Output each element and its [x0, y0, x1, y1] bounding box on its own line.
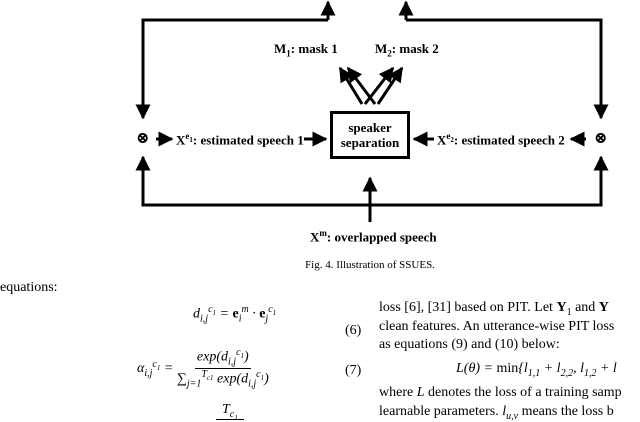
speaker-separation-box: speaker separation	[330, 111, 410, 159]
ssues-diagram	[135, 0, 609, 222]
right-multiplier-icon: ⊗	[594, 130, 608, 147]
equation-8-fraction-bar	[216, 419, 244, 420]
right-line-4: where L denotes the loss of a training s…	[379, 385, 622, 400]
figure-caption: Fig. 4. Illustration of SSUES.	[305, 259, 435, 271]
mask1-label: M1: mask 1	[274, 41, 338, 59]
equation-9: L(θ) = min{l1,1 + l2,2, l1,2 + l	[456, 361, 617, 379]
mask1-loop-line	[135, 18, 328, 120]
mask2-loop-line	[406, 18, 609, 120]
overlapped-speech-label: Xm: overlapped speech	[310, 228, 437, 245]
mixture-loop-line-left	[135, 155, 370, 207]
box-to-mask2-b	[376, 66, 404, 105]
box-line-2: separation	[340, 135, 400, 150]
mixture-loop-line-right	[370, 155, 609, 207]
box-line-1: speaker	[348, 120, 392, 135]
right-line-1: loss [6], [31] based on PIT. Let Y1 and …	[379, 300, 609, 318]
left-multiplier-icon: ⊗	[136, 130, 150, 147]
right-line-3: as equations (9) and (10) below:	[379, 337, 560, 352]
box-to-mask1-a	[338, 66, 364, 105]
estimated-speech-1-label: Xe1: estimated speech 1	[176, 131, 304, 148]
right-line-2: clean features. An utterance-wise PIT lo…	[379, 319, 615, 334]
right-line-5: learnable parameters. lu,v means the los…	[379, 404, 614, 422]
equation-6: di,jc1 = eim · ejc1	[193, 304, 277, 325]
estimated-speech-2-label: Xe2: estimated speech 2	[437, 131, 565, 148]
mask2-label: M2: mask 2	[375, 41, 439, 59]
equation-7-number: (7)	[345, 363, 362, 378]
equation-8-partial: Tc1	[222, 402, 238, 422]
intro-text: equations:	[0, 280, 58, 295]
equation-7: αi,jc1 = exp(di,jc1) ∑j=1Tc1 exp(di,jc1)	[137, 347, 269, 390]
equation-6-number: (6)	[345, 323, 362, 338]
